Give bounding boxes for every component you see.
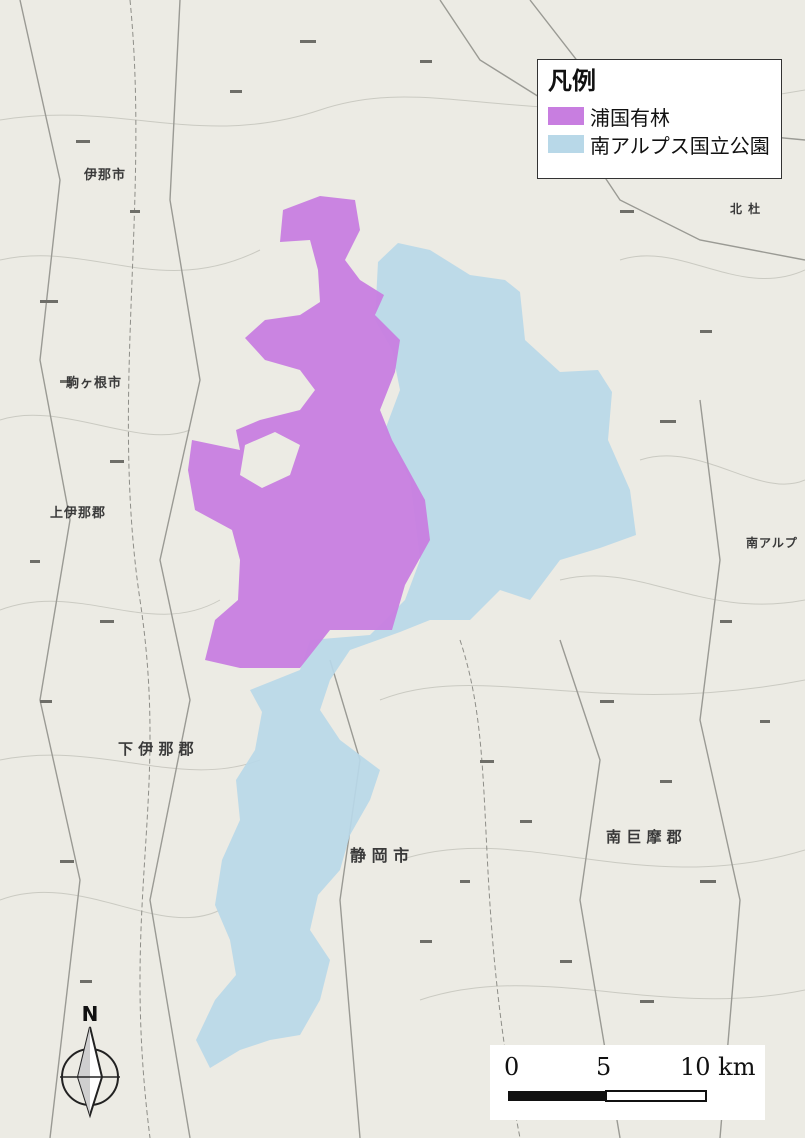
legend-label-forest: 浦国有林 — [590, 105, 670, 130]
scale-label-5: 5 — [596, 1053, 612, 1081]
place-label-hokuto: 北 杜 — [730, 202, 762, 216]
scale-bar-graphic — [508, 1090, 707, 1102]
map-legend: 凡例 浦国有林 南アルプス国立公園 — [537, 59, 782, 179]
national-forest-area — [188, 196, 430, 668]
legend-swatch-park — [548, 135, 584, 153]
place-label-minami-alps-city: 南アルプ — [746, 536, 798, 550]
legend-swatch-forest — [548, 107, 584, 125]
scale-bar: 0 5 10 km — [490, 1045, 765, 1120]
north-label: N — [82, 1005, 99, 1026]
north-arrow-icon: N — [60, 1005, 120, 1119]
scale-label-10km: 10 km — [680, 1053, 756, 1081]
legend-label-park: 南アルプス国立公園 — [590, 133, 770, 158]
legend-item-forest: 浦国有林 — [548, 102, 771, 130]
scale-label-0: 0 — [504, 1053, 520, 1081]
place-label-kamiina-district: 上伊那郡 — [50, 506, 107, 521]
place-label-komagane-city: 駒ヶ根市 — [66, 376, 123, 391]
place-label-ina-city: 伊那市 — [84, 168, 127, 183]
place-label-shizuoka-city: 静 岡 市 — [350, 846, 410, 865]
legend-item-park: 南アルプス国立公園 — [548, 130, 771, 158]
legend-title: 凡例 — [548, 67, 596, 95]
place-label-shimoina-district: 下 伊 那 郡 — [118, 740, 194, 758]
forest-inner-opening — [240, 432, 300, 488]
place-label-minamikoma-district: 南 巨 摩 郡 — [606, 828, 682, 846]
minami-alps-national-park-area — [196, 243, 636, 1068]
